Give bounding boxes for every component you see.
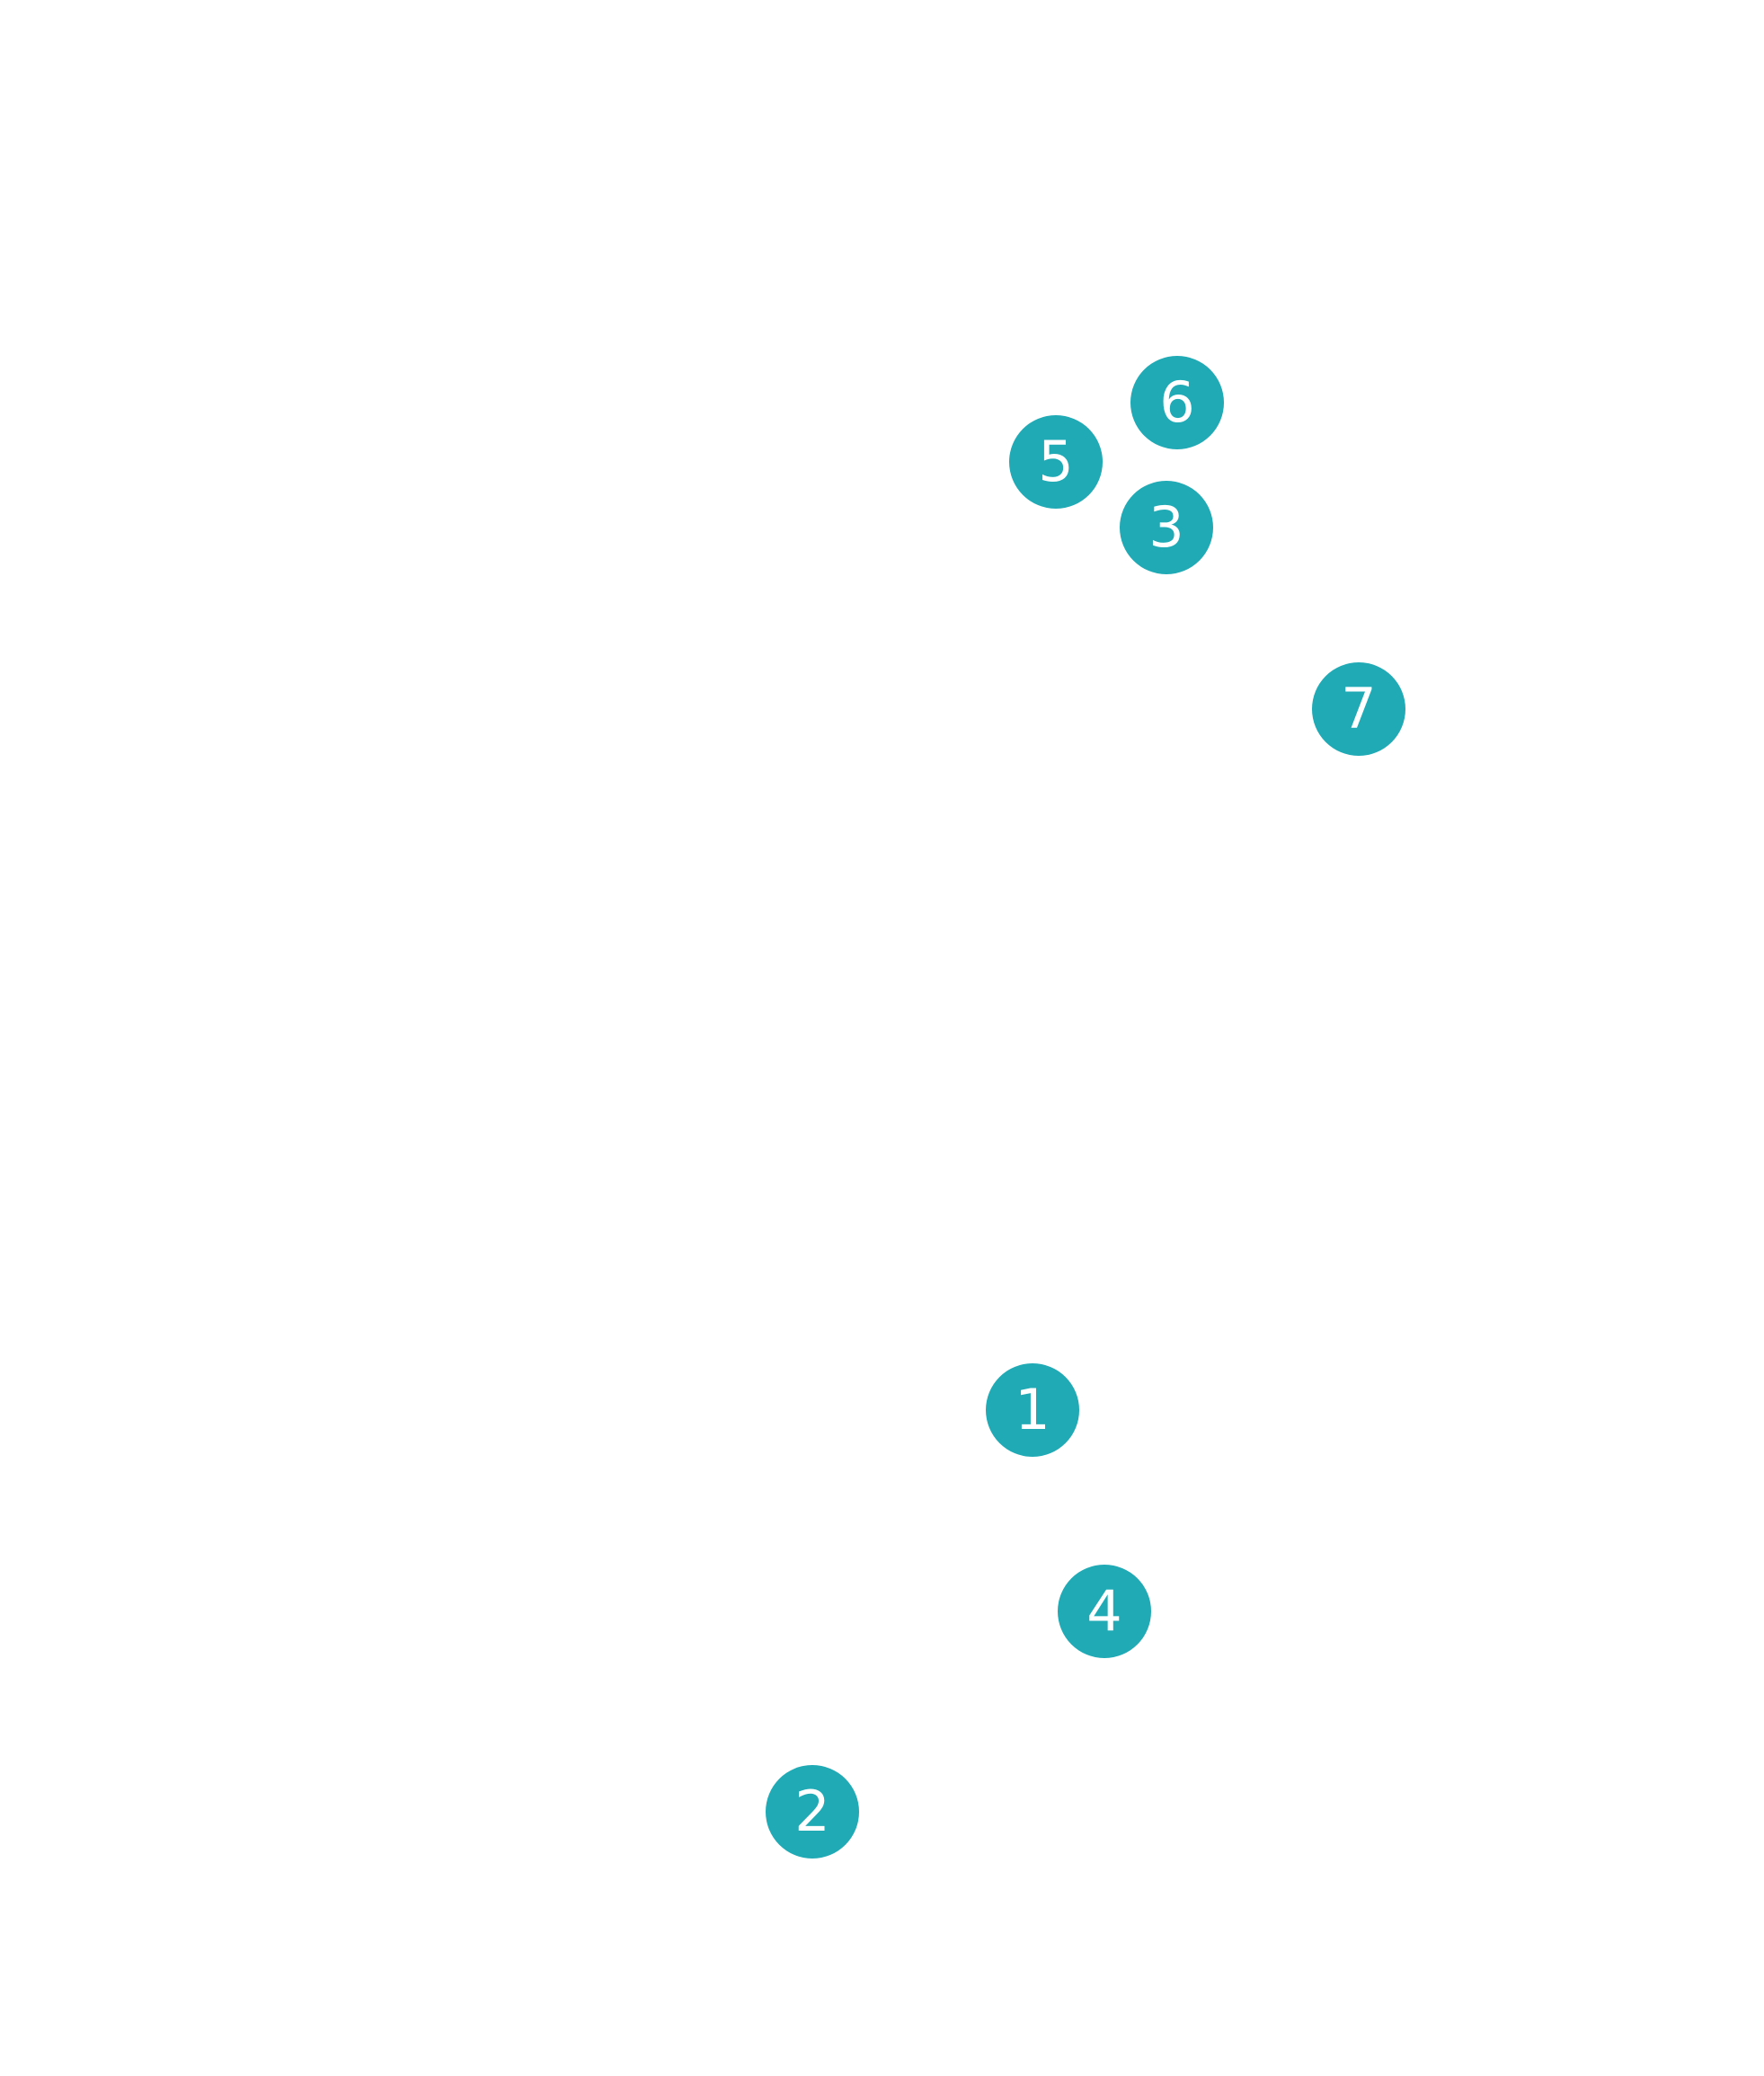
map-marker-4[interactable]: 4 [1058,1565,1151,1658]
map-marker-1[interactable]: 1 [986,1363,1079,1457]
marker-label: 5 [1038,429,1074,494]
marker-label: 4 [1086,1578,1122,1644]
marker-label: 1 [1015,1377,1050,1442]
marker-label: 2 [794,1779,830,1844]
marker-label: 6 [1159,369,1195,435]
map-marker-7[interactable]: 7 [1312,662,1405,756]
map-marker-3[interactable]: 3 [1120,481,1213,574]
map-marker-5[interactable]: 5 [1009,415,1103,509]
map-marker-2[interactable]: 2 [766,1765,859,1859]
marker-label: 3 [1148,494,1184,560]
map-marker-6[interactable]: 6 [1130,356,1224,449]
marker-label: 7 [1341,676,1377,741]
